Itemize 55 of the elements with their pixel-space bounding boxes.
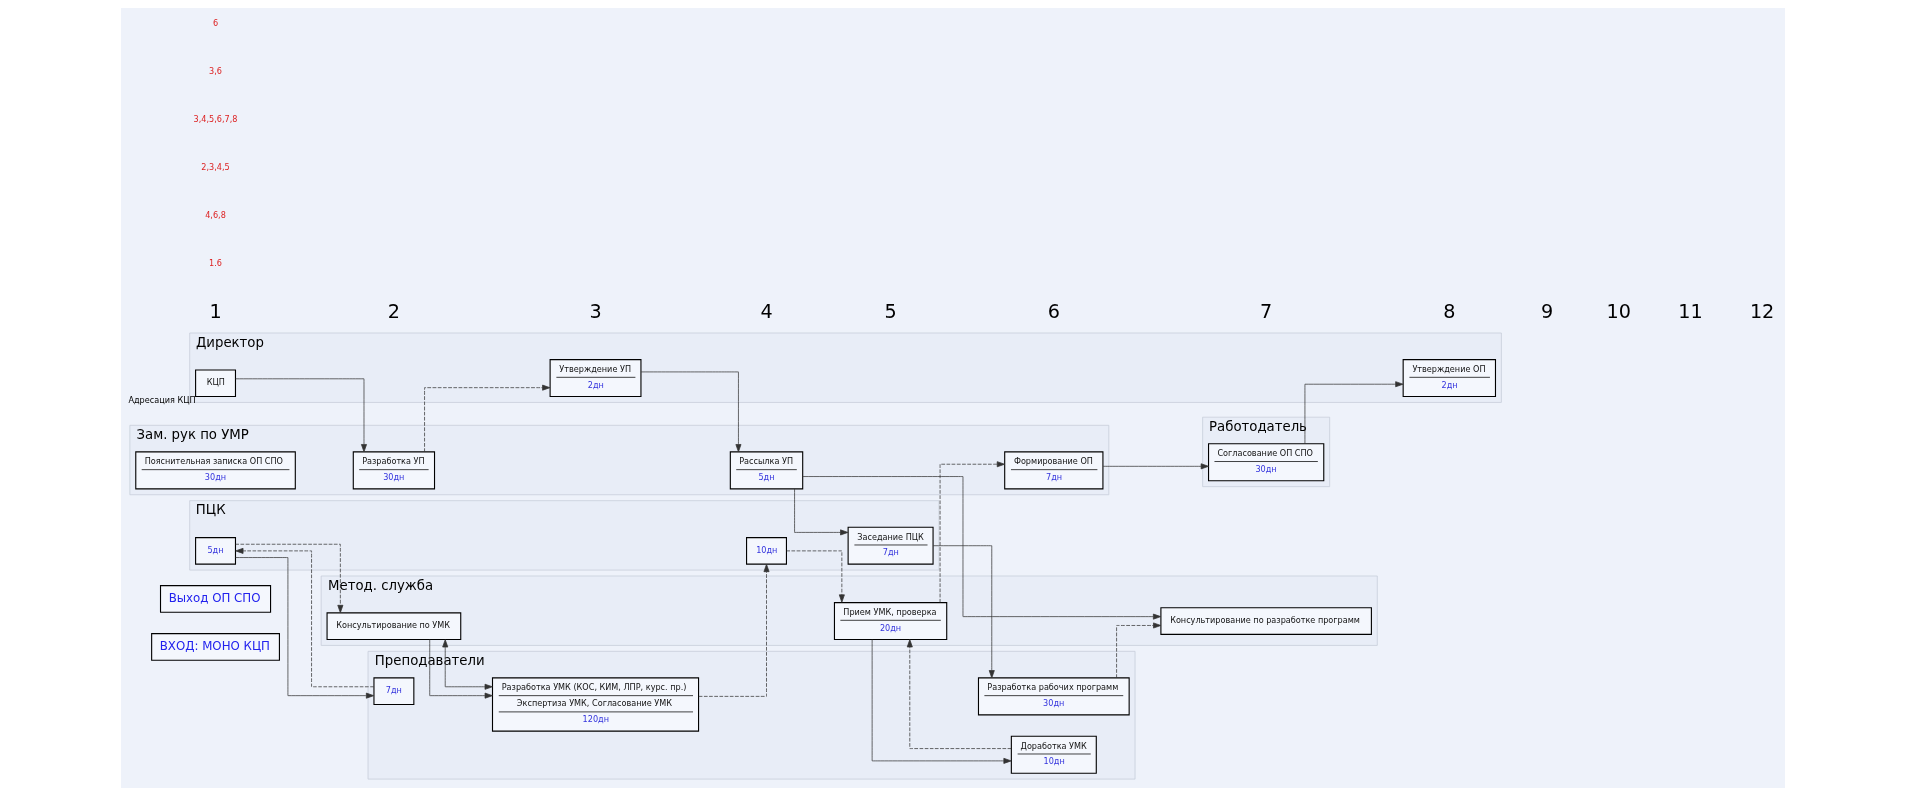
- node-box: Согласование ОП СПО 30дн: [1207, 443, 1324, 482]
- label: 6: [1047, 299, 1060, 323]
- node-box: Доработка УМК 10дн: [1010, 735, 1097, 774]
- arrow: [1115, 622, 1161, 679]
- node-box: Разработка УМК (КОС, КИМ, ЛПР, курс. пр.) Экспертиза УМК, Согласование УМК 120дн: [491, 677, 699, 732]
- label: 6: [212, 18, 218, 29]
- arrow: [1304, 381, 1403, 445]
- arrow: [801, 476, 1161, 620]
- label: 1.6: [208, 258, 222, 269]
- arrow: [871, 639, 1012, 764]
- label: 1: [208, 299, 222, 323]
- node-box: Рассылка УП 5дн: [729, 451, 803, 490]
- label: 7: [1259, 299, 1272, 323]
- arrow: [697, 563, 769, 697]
- arrow: [906, 639, 1012, 749]
- label: 10: [1606, 299, 1631, 323]
- arrow: [793, 488, 848, 536]
- arrow: [234, 378, 367, 453]
- label: 3,6: [208, 66, 222, 77]
- node-box: Разработка УП 30дн: [352, 451, 435, 490]
- label: 12: [1749, 299, 1774, 323]
- arrow: [1102, 463, 1209, 470]
- arrow: [939, 461, 1005, 603]
- arrow: [428, 639, 493, 699]
- node-box: Утверждение ОП 2дн: [1402, 359, 1496, 398]
- node-box: КЦП: [194, 369, 236, 398]
- node-box: Выход ОП СПО: [159, 585, 271, 613]
- label: 3: [588, 299, 602, 323]
- node-box: Пояснительная записка ОП СПО 30дн: [134, 451, 296, 490]
- node-box: Разработка рабочих программ 30дн: [977, 677, 1130, 716]
- label: 8: [1442, 299, 1455, 323]
- arrow: [932, 545, 995, 679]
- node-box: 7дн: [372, 677, 414, 706]
- label: 2,3,4,5: [200, 162, 230, 173]
- arrow: [441, 639, 493, 690]
- node-box: Формирование ОП 7дн: [1003, 451, 1103, 490]
- label: 4: [759, 299, 773, 323]
- node-box: Консультирование по УМК: [326, 612, 461, 641]
- label: 2: [387, 299, 400, 323]
- arrow: [785, 550, 845, 603]
- node-box: 10дн: [745, 537, 787, 565]
- node-box: Консультирование по разработке программ: [1159, 607, 1372, 635]
- node-box: Заседание ПЦК 7дн: [847, 526, 934, 565]
- node-box: 5дн: [194, 537, 236, 565]
- label: 4,6,8: [204, 210, 226, 221]
- arrow: [423, 384, 550, 453]
- arrow: [640, 371, 741, 453]
- label: 11: [1677, 299, 1703, 323]
- node-box: Утверждение УП 2дн: [549, 359, 641, 398]
- node-box: ВХОД: МОНО КЦП: [150, 633, 280, 661]
- label: 5: [883, 299, 897, 323]
- label: 9: [1540, 299, 1553, 323]
- label: 3,4,5,6,7,8: [193, 114, 237, 125]
- arrow: [234, 543, 343, 614]
- node-box: Прием УМК, проверка 20дн: [833, 602, 947, 641]
